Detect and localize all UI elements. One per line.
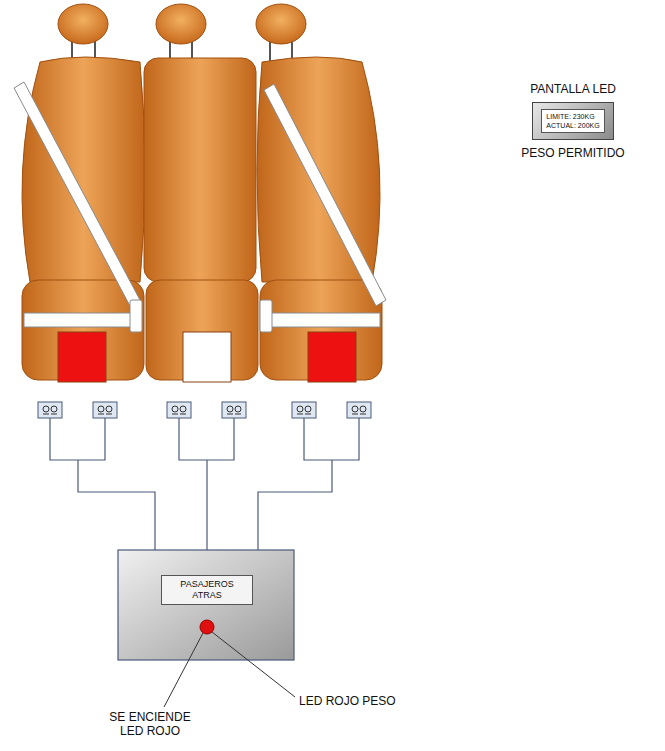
weight-sensors: [38, 402, 371, 418]
headrests: [58, 4, 306, 44]
display-heading: PANTALLA LED: [498, 82, 648, 97]
control-box: [118, 550, 294, 660]
display-line: ACTUAL: 200KG: [546, 121, 599, 130]
display-caption: PESO PERMITIDO: [498, 146, 648, 161]
control-label: PASAJEROS ATRAS: [180, 579, 233, 600]
display-frame: LIMITE: 230KGACTUAL: 200KG: [532, 102, 613, 140]
display-screen: LIMITE: 230KGACTUAL: 200KG: [541, 109, 604, 133]
leader-lines: [164, 632, 295, 707]
display-line: LIMITE: 230KG: [546, 112, 599, 121]
led-display: PANTALLA LED LIMITE: 230KGACTUAL: 200KG PE…: [498, 82, 648, 161]
red-led: [200, 620, 214, 634]
seat-belts: [14, 82, 386, 332]
control-label-box: PASAJEROS ATRAS: [161, 575, 253, 605]
seat-backs: [22, 57, 380, 282]
seat-indicators: [58, 332, 356, 382]
callout-label: SE ENCIENDE LED ROJO: [102, 710, 198, 738]
sensor-wires: [50, 418, 359, 550]
callout-label: LED ROJO PESO: [299, 694, 396, 708]
